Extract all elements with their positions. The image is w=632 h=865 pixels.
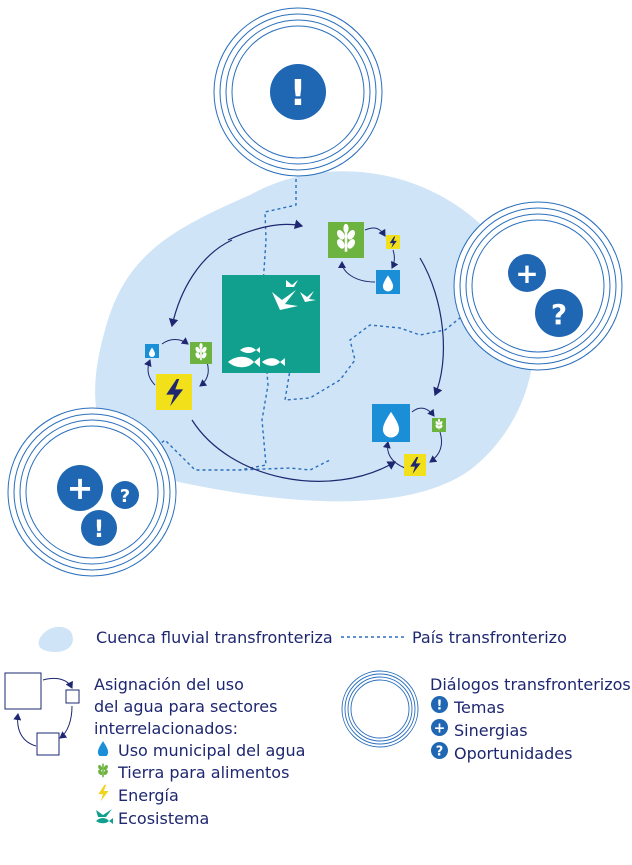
legend-basin-swatch bbox=[38, 626, 73, 652]
water-drop-icon bbox=[94, 740, 112, 762]
small-arrow bbox=[429, 431, 443, 463]
small-arrow bbox=[144, 359, 156, 386]
plus-icon: + bbox=[515, 257, 538, 290]
legend-sector-water: Uso municipal del agua bbox=[94, 740, 305, 762]
small-arrow bbox=[382, 441, 406, 469]
exclamation-icon: ! bbox=[436, 699, 442, 714]
legend-sector-label: Uso municipal del agua bbox=[118, 741, 306, 760]
question-icon: ? bbox=[551, 298, 567, 331]
sector-cluster-bottom bbox=[372, 404, 446, 476]
fish-icon bbox=[240, 347, 260, 353]
legend-sector-label: Ecosistema bbox=[118, 809, 210, 828]
bird-icon bbox=[272, 290, 298, 310]
small-arrow bbox=[391, 249, 399, 269]
question-icon: ? bbox=[435, 745, 443, 760]
legend-dialogues-title: Diálogos transfronterizos bbox=[430, 675, 631, 694]
small-arrow bbox=[411, 407, 435, 417]
sector-cluster-top bbox=[328, 222, 400, 294]
legend-dialogue-issues: ! Temas bbox=[430, 696, 631, 719]
issue-badge: ! bbox=[81, 510, 117, 546]
legend-allocation-line: interrelacionados: bbox=[94, 719, 238, 738]
small-arrow bbox=[364, 227, 386, 237]
cycle-arrow bbox=[191, 419, 397, 482]
legend-dialogue-synergies: + Sinergias bbox=[430, 719, 631, 742]
legend-sector-label: Energía bbox=[118, 786, 179, 805]
synergy-badge: + bbox=[57, 465, 103, 511]
legend-dialogue-label: Sinergias bbox=[454, 720, 528, 740]
fish-bird-icon bbox=[94, 808, 113, 830]
border-line bbox=[269, 299, 521, 401]
issue-badge: ! bbox=[270, 64, 326, 120]
bird-icon bbox=[300, 291, 316, 302]
legend-sector-label: Tierra para alimentos bbox=[118, 763, 290, 782]
plus-icon: + bbox=[67, 469, 94, 507]
synergy-badge: + bbox=[508, 254, 546, 292]
legend-allocation-line: Asignación del uso bbox=[94, 675, 244, 694]
small-arrow bbox=[338, 261, 376, 283]
legend-sector-food: Tierra para alimentos bbox=[94, 762, 305, 784]
legend-sector-ecosystem: Ecosistema bbox=[94, 808, 305, 830]
legend-basin-label: Cuenca fluvial transfronteriza bbox=[96, 628, 333, 647]
small-arrow bbox=[161, 337, 189, 345]
cycle-arrow bbox=[227, 219, 304, 241]
sector-cluster-left bbox=[145, 342, 212, 410]
fish-icon bbox=[262, 358, 285, 366]
bird-icon bbox=[286, 280, 298, 287]
small-arrow bbox=[199, 361, 209, 387]
ecosystem-square bbox=[222, 275, 320, 373]
legend-dialogue-graphic bbox=[341, 670, 419, 748]
legend-allocation: Asignación del uso del agua para sectore… bbox=[94, 674, 305, 830]
legend-border-label: País transfronterizo bbox=[412, 628, 567, 647]
question-icon: ? bbox=[120, 486, 130, 507]
legend-sector-energy: Energía bbox=[94, 784, 305, 808]
legend-dialogue-opportunities: ? Oportunidades bbox=[430, 742, 631, 765]
legend-dialogues: Diálogos transfronterizos ! Temas + Sine… bbox=[430, 674, 631, 765]
legend-allocation-graphic bbox=[4, 672, 80, 756]
exclamation-icon: ! bbox=[94, 515, 105, 543]
wheat-icon bbox=[94, 762, 112, 784]
exclamation-icon: ! bbox=[290, 73, 306, 114]
legend-dialogue-label: Temas bbox=[454, 697, 505, 717]
lightning-icon bbox=[94, 784, 112, 808]
legend-dialogue-label: Oportunidades bbox=[454, 743, 573, 763]
opportunity-badge: ? bbox=[535, 289, 583, 337]
plus-icon: + bbox=[433, 721, 445, 737]
cycle-arrow bbox=[419, 257, 445, 397]
fish-icon bbox=[228, 356, 260, 368]
opportunity-badge: ? bbox=[111, 481, 139, 509]
legend-allocation-line: del agua para sectores bbox=[94, 697, 278, 716]
cycle-arrow bbox=[168, 239, 233, 328]
